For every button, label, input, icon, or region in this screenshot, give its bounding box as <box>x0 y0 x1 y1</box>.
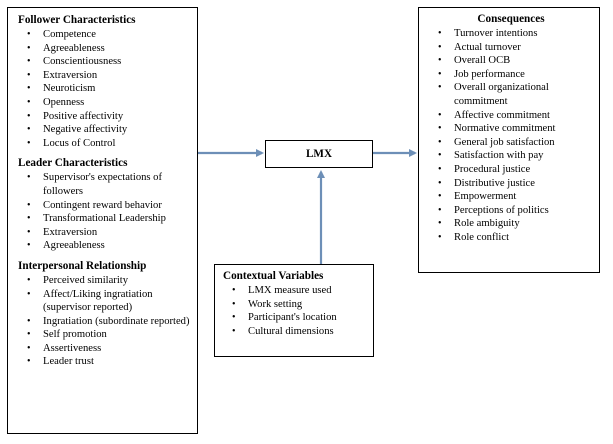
interpersonal-item: Perceived similarity <box>18 274 191 288</box>
follower-item: Positive affectivity <box>18 110 191 124</box>
follower-item: Negative affectivity <box>18 123 191 137</box>
leader-item: Contingent reward behavior <box>18 199 191 213</box>
consequence-item: Role ambiguity <box>429 217 593 231</box>
consequence-item: General job satisfaction <box>429 136 593 150</box>
follower-item: Neuroticism <box>18 82 191 96</box>
contextual-item: Work setting <box>223 298 367 312</box>
consequence-item: Satisfaction with pay <box>429 149 593 163</box>
follower-characteristics-section: Follower Characteristics Competence Agre… <box>18 14 191 150</box>
leader-item: Extraversion <box>18 226 191 240</box>
contextual-variables-title: Contextual Variables <box>223 270 324 282</box>
consequence-item: Role conflict <box>429 231 593 245</box>
consequence-item: Turnover intentions <box>429 27 593 41</box>
follower-item: Extraversion <box>18 69 191 83</box>
interpersonal-relationship-list: Perceived similarity Affect/Liking ingra… <box>18 274 191 369</box>
follower-item: Agreeableness <box>18 42 191 56</box>
follower-characteristics-title: Follower Characteristics <box>18 14 136 26</box>
consequence-item: Procedural justice <box>429 163 593 177</box>
consequences-box: Consequences Turnover intentions Actual … <box>418 7 600 273</box>
consequence-item: Overall organizational commitment <box>429 81 593 108</box>
follower-item: Conscientiousness <box>18 55 191 69</box>
lmx-box: LMX <box>265 140 373 168</box>
interpersonal-item: Ingratiation (subordinate reported) <box>18 315 191 329</box>
interpersonal-item: Affect/Liking ingratiation (supervisor r… <box>18 288 191 315</box>
consequences-title: Consequences <box>477 13 545 25</box>
consequence-item: Overall OCB <box>429 54 593 68</box>
consequence-item: Perceptions of politics <box>429 204 593 218</box>
leader-item: Agreeableness <box>18 239 191 253</box>
leader-item: Transformational Leadership <box>18 212 191 226</box>
follower-item: Competence <box>18 28 191 42</box>
interpersonal-relationship-section: Interpersonal Relationship Perceived sim… <box>18 260 191 369</box>
follower-characteristics-list: Competence Agreeableness Conscientiousne… <box>18 28 191 150</box>
consequence-item: Actual turnover <box>429 41 593 55</box>
antecedents-box: Follower Characteristics Competence Agre… <box>7 7 198 434</box>
follower-item: Openness <box>18 96 191 110</box>
interpersonal-item: Leader trust <box>18 355 191 369</box>
consequence-item: Normative commitment <box>429 122 593 136</box>
consequences-list: Turnover intentions Actual turnover Over… <box>429 27 593 245</box>
leader-characteristics-title: Leader Characteristics <box>18 157 128 170</box>
leader-item: Supervisor's expectations of followers <box>18 171 191 198</box>
interpersonal-relationship-title: Interpersonal Relationship <box>18 259 147 272</box>
interpersonal-item: Self promotion <box>18 328 191 342</box>
follower-item: Locus of Control <box>18 137 191 151</box>
leader-characteristics-list: Supervisor's expectations of followers C… <box>18 171 191 253</box>
consequence-item: Job performance <box>429 68 593 82</box>
lmx-label: LMX <box>305 148 333 160</box>
contextual-item: Cultural dimensions <box>223 325 367 339</box>
leader-characteristics-section: Leader Characteristics Supervisor's expe… <box>18 157 191 253</box>
consequence-item: Empowerment <box>429 190 593 204</box>
contextual-variables-list: LMX measure used Work setting Participan… <box>223 284 367 338</box>
contextual-item: LMX measure used <box>223 284 367 298</box>
contextual-item: Participant's location <box>223 311 367 325</box>
consequence-item: Distributive justice <box>429 177 593 191</box>
interpersonal-item: Assertiveness <box>18 342 191 356</box>
contextual-variables-box: Contextual Variables LMX measure used Wo… <box>214 264 374 357</box>
consequence-item: Affective commitment <box>429 109 593 123</box>
